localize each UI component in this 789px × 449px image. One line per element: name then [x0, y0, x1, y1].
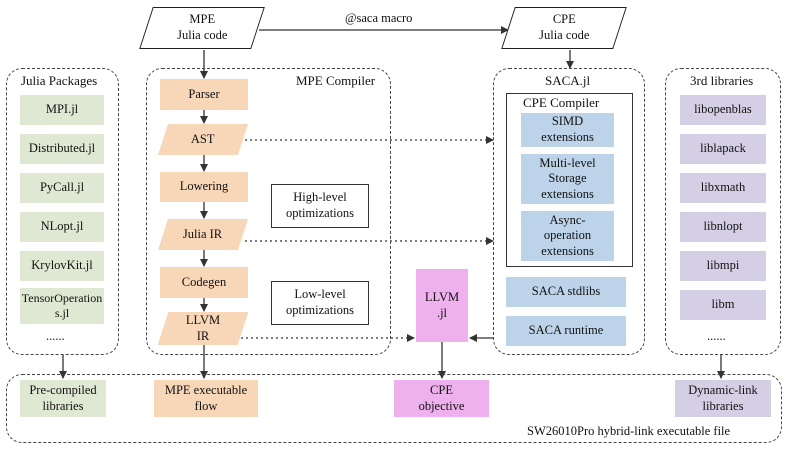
cpe-code-line2: Julia code — [538, 28, 590, 42]
lib-m: libm — [680, 290, 766, 320]
saca-jl-title: SACA.jl — [545, 73, 591, 88]
package-tensoroperations: TensorOperations.jl — [20, 288, 104, 324]
executable-file-label: SW26010Pro hybrid-link executable file — [527, 424, 731, 438]
saca-jl-group — [493, 68, 645, 355]
ext-simd: SIMD extensions — [521, 113, 614, 147]
mpe-compiler-group — [146, 68, 391, 355]
package-pycall: PyCall.jl — [20, 173, 104, 203]
third-libraries-title: 3rd libraries — [690, 73, 754, 88]
step-lowering: Lowering — [160, 172, 248, 202]
cpe-compiler-box — [506, 93, 633, 267]
step-llvm-ir: LLVM IR — [157, 312, 249, 345]
saca-stdlibs: SACA stdlibs — [506, 277, 626, 307]
step-llvm-ir-label: LLVM IR — [185, 312, 221, 343]
ext-multilevel-storage: Multi-level Storage extensions — [521, 154, 614, 204]
mpe-compiler-title: MPE Compiler — [296, 73, 376, 88]
step-codegen: Codegen — [160, 267, 248, 298]
step-julia-ir: Julia IR — [157, 219, 249, 250]
cpe-code-line1: CPE — [552, 12, 576, 27]
julia-packages-group — [6, 68, 119, 355]
dynamic-link-libraries: Dynamic-link libraries — [675, 380, 771, 417]
package-nlopt: NLopt.jl — [20, 212, 104, 242]
step-julia-ir-label: Julia IR — [183, 226, 223, 241]
cpe-compiler-title: CPE Compiler — [523, 95, 600, 110]
precompiled-libraries: Pre-compiled libraries — [20, 380, 106, 417]
step-ast-label: AST — [191, 131, 215, 146]
saca-runtime: SACA runtime — [506, 316, 626, 346]
package-distributed: Distributed.jl — [20, 134, 104, 164]
low-level-optimizations: Low-level optimizations — [271, 281, 369, 325]
julia-packages-title: Julia Packages — [21, 73, 98, 88]
lib-openblas: libopenblas — [680, 95, 766, 125]
lib-nlopt: libnlopt — [680, 212, 766, 242]
lib-lapack: liblapack — [680, 134, 766, 164]
mpe-code-line2: Julia code — [176, 28, 228, 42]
cpe-objective: CPE objective — [394, 380, 489, 417]
mpe-code-line1: MPE — [189, 12, 215, 27]
lib-xmath: libxmath — [680, 173, 766, 203]
llvm-jl-box: LLVM .jl — [416, 269, 468, 342]
macro-label: @saca macro — [345, 11, 413, 25]
step-parser: Parser — [160, 79, 248, 110]
packages-ellipsis: ...... — [46, 329, 65, 343]
package-krylovkit: KrylovKit.jl — [20, 251, 104, 281]
ext-async-operation: Async-operation extensions — [521, 211, 614, 261]
mpe-executable-flow: MPE executable flow — [154, 380, 258, 417]
libraries-ellipsis: ...... — [707, 329, 726, 343]
third-libraries-group — [665, 68, 781, 355]
lib-mpi: libmpi — [680, 251, 766, 281]
package-mpi: MPI.jl — [20, 95, 104, 125]
high-level-optimizations: High-level optimizations — [271, 184, 369, 228]
step-ast: AST — [157, 124, 249, 155]
executable-file-group — [6, 374, 782, 443]
